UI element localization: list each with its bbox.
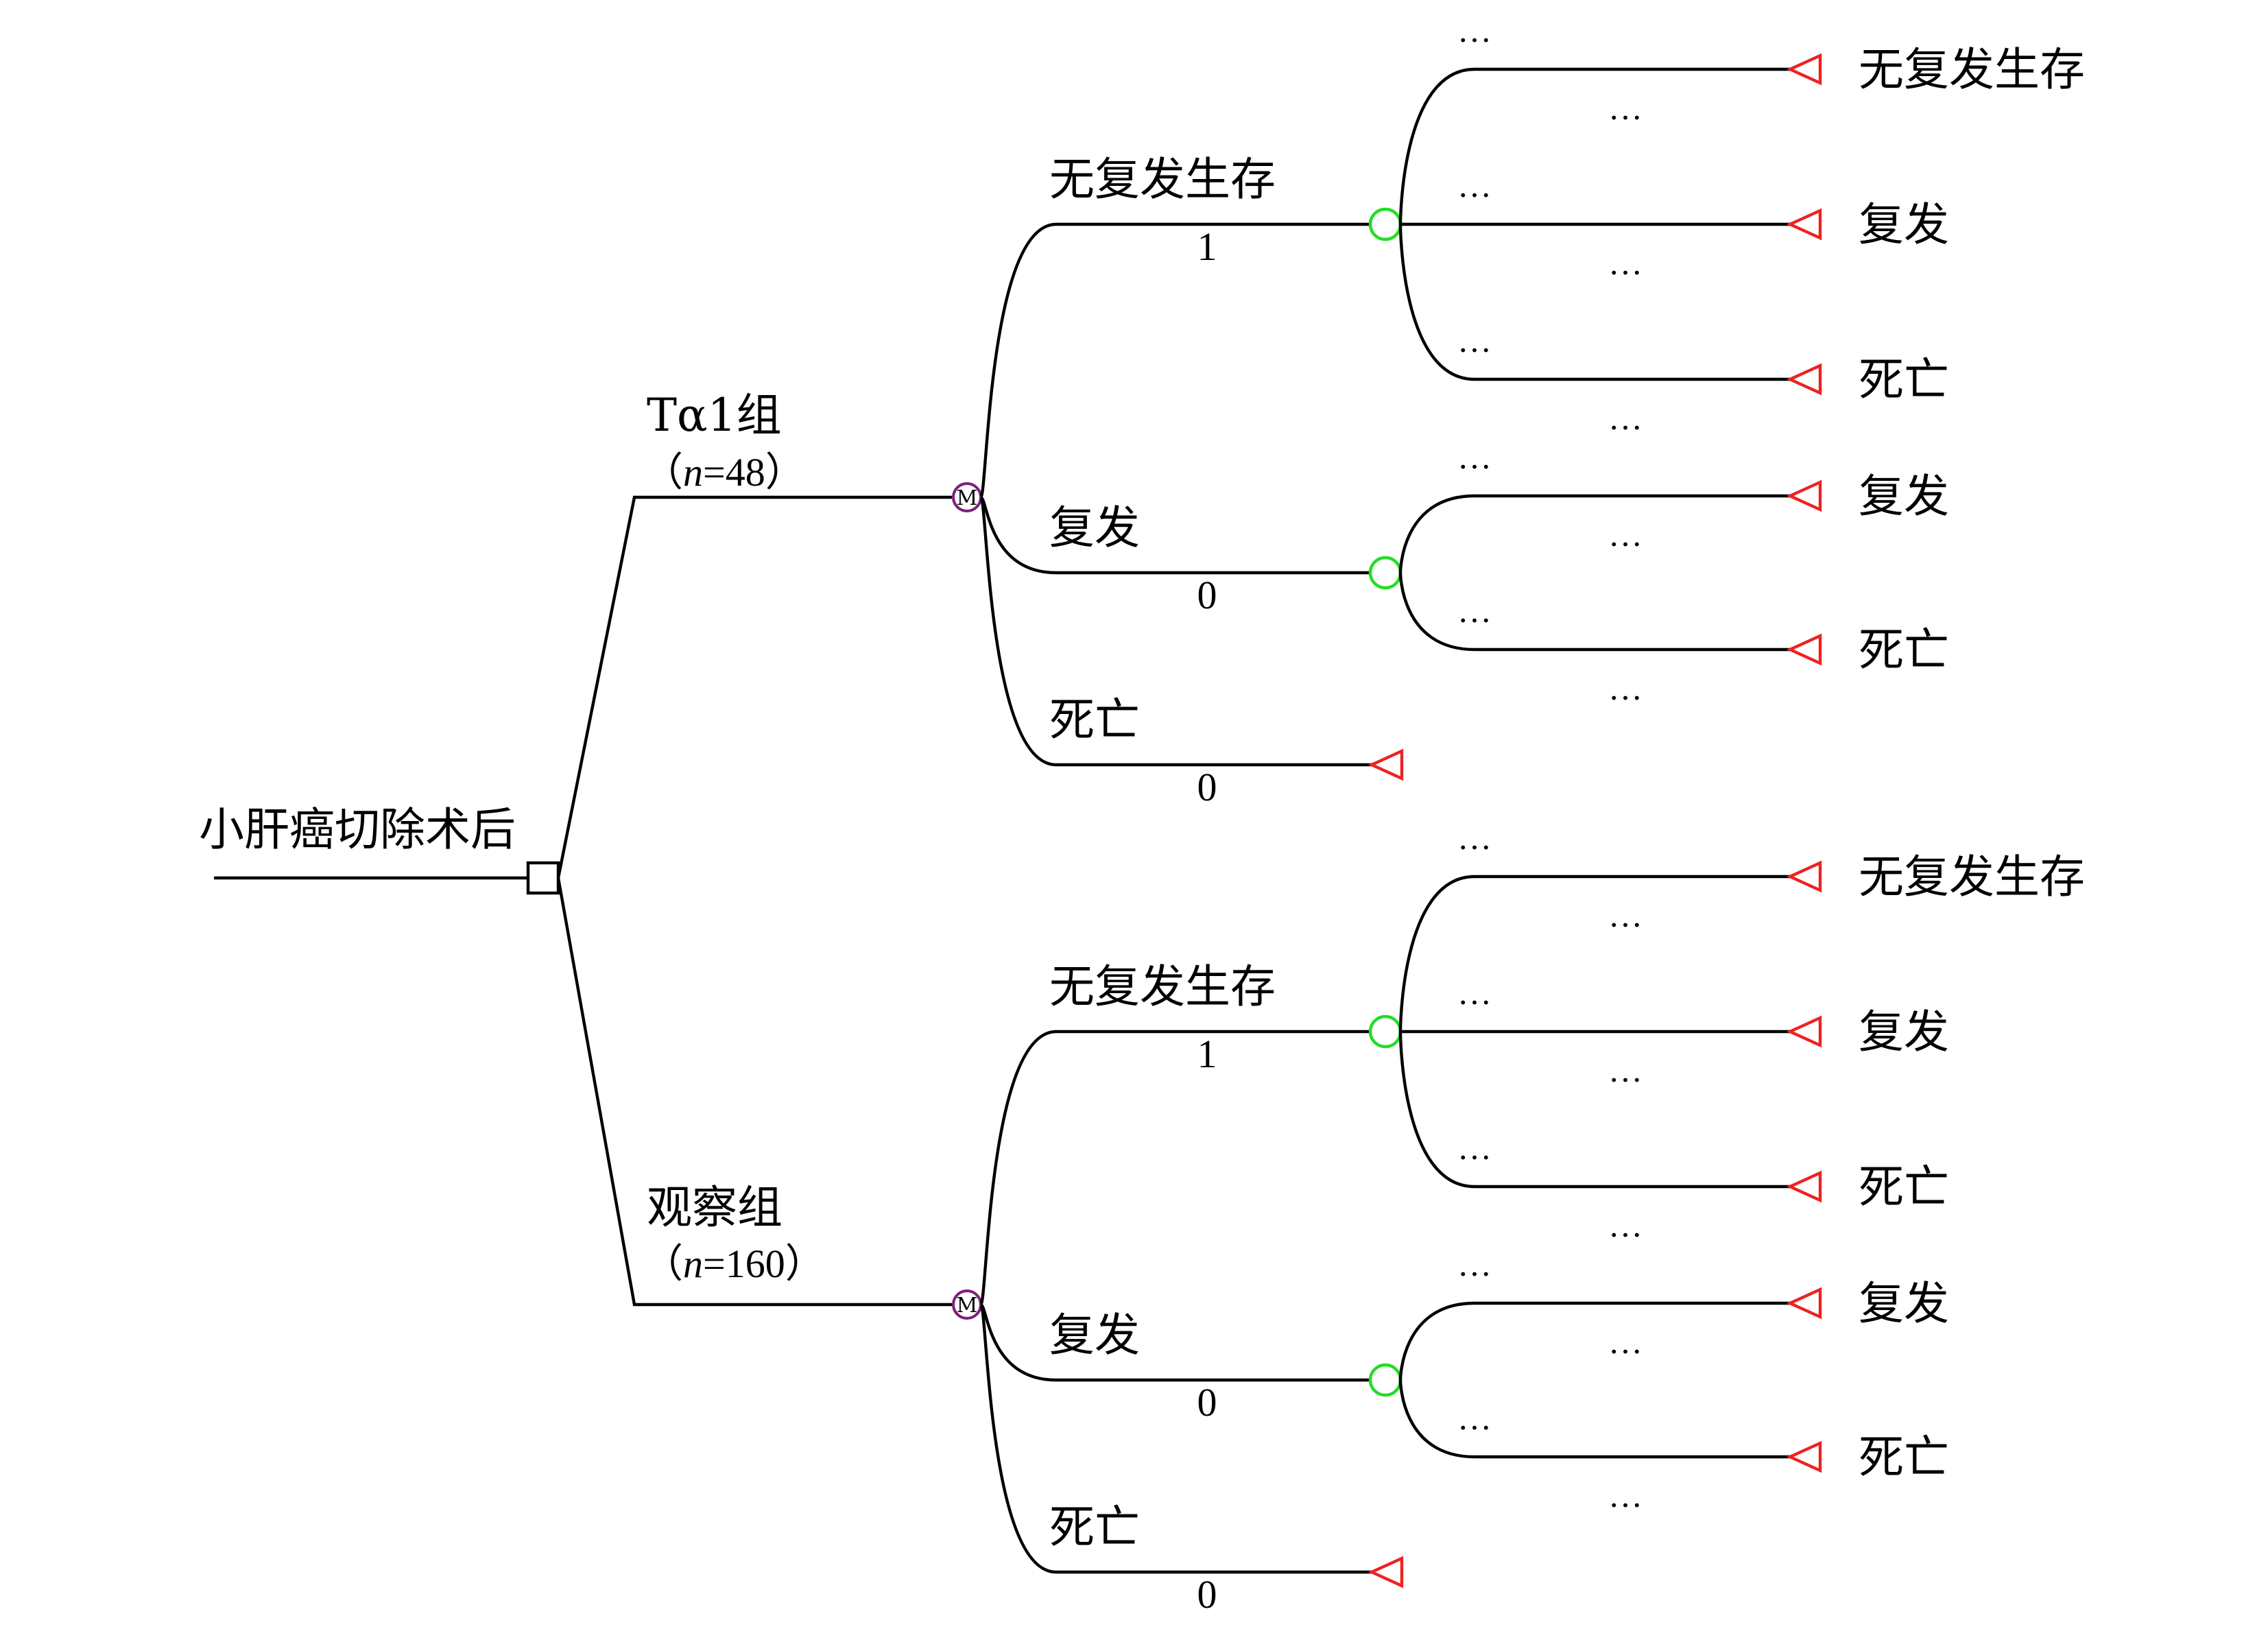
ellipsis-label: … bbox=[1457, 1128, 1492, 1167]
state-branch bbox=[979, 222, 1370, 499]
ellipsis-label: … bbox=[1608, 1051, 1643, 1089]
ellipsis-label: … bbox=[1608, 1476, 1643, 1514]
state-branch bbox=[979, 1303, 1377, 1574]
state-branch bbox=[979, 1303, 1370, 1382]
state-label: 复发 bbox=[1049, 1309, 1140, 1362]
ellipsis-label: … bbox=[1608, 399, 1643, 437]
transition-label: 复发 bbox=[1859, 1006, 1949, 1058]
chance-node bbox=[1368, 1014, 1402, 1049]
state-label: 复发 bbox=[1049, 501, 1140, 554]
ellipsis-label: … bbox=[1457, 591, 1492, 630]
ellipsis-label: … bbox=[1608, 243, 1643, 282]
initial-probability-label: 1 bbox=[1197, 1032, 1217, 1076]
terminal-node bbox=[1786, 208, 1822, 241]
arm-branch bbox=[556, 877, 952, 1307]
ellipsis-label: … bbox=[1608, 88, 1643, 127]
terminal-node bbox=[1786, 1015, 1822, 1048]
terminal-node bbox=[1786, 363, 1822, 396]
transition-label: 复发 bbox=[1859, 470, 1949, 523]
state-label: 死亡 bbox=[1049, 693, 1140, 746]
transition-label: 无复发生存 bbox=[1859, 43, 2085, 96]
ellipsis-label: … bbox=[1457, 818, 1492, 857]
state-branch bbox=[979, 1030, 1370, 1307]
transition-branch bbox=[1398, 572, 1793, 652]
arm-size-n-symbol: n bbox=[683, 450, 703, 495]
arm-size-size-suffix: ） bbox=[785, 1241, 825, 1286]
initial-probability-label: 0 bbox=[1197, 1380, 1217, 1425]
ellipsis-label: … bbox=[1457, 166, 1492, 204]
ellipsis-label: … bbox=[1457, 438, 1492, 476]
initial-probability-label: 1 bbox=[1197, 224, 1217, 269]
arm-size-size-prefix: （ bbox=[643, 1241, 683, 1286]
ellipsis-label: … bbox=[1608, 1322, 1643, 1361]
transition-branch bbox=[1398, 1031, 1793, 1189]
terminal-node bbox=[1786, 1170, 1822, 1203]
state-branch bbox=[979, 495, 1370, 575]
transition-label: 死亡 bbox=[1859, 353, 1949, 406]
transition-branch bbox=[1398, 494, 1793, 573]
terminal-node bbox=[1786, 1287, 1822, 1320]
initial-probability-label: 0 bbox=[1197, 573, 1217, 617]
ellipsis-label: … bbox=[1608, 1206, 1643, 1244]
arm-size-n-text: =48 bbox=[703, 450, 765, 495]
terminal-node bbox=[1786, 479, 1822, 512]
terminal-node bbox=[1786, 860, 1822, 893]
chance-node bbox=[1368, 556, 1402, 590]
ellipsis-label: … bbox=[1457, 1245, 1492, 1283]
ellipsis-label: … bbox=[1457, 1399, 1492, 1437]
ellipsis-label: … bbox=[1608, 896, 1643, 934]
ellipsis-label: … bbox=[1457, 973, 1492, 1012]
transition-label: 无复发生存 bbox=[1859, 851, 2085, 903]
arm-branch bbox=[556, 495, 952, 879]
transition-branch bbox=[1398, 224, 1793, 381]
chance-node bbox=[1368, 207, 1402, 241]
root-label: 小肝癌切除术后 bbox=[199, 803, 516, 856]
markov-node-label: M bbox=[957, 486, 978, 510]
markov-node-label: M bbox=[957, 1294, 978, 1318]
ellipsis-label: … bbox=[1608, 515, 1643, 554]
terminal-node bbox=[1368, 1556, 1404, 1589]
initial-probability-label: 0 bbox=[1197, 765, 1217, 809]
arm-size-label: （n=48） bbox=[643, 450, 805, 495]
transition-label: 复发 bbox=[1859, 198, 1949, 251]
state-label: 无复发生存 bbox=[1049, 960, 1276, 1013]
decision-node bbox=[526, 861, 560, 895]
ellipsis-label: … bbox=[1608, 669, 1643, 707]
transition-label: 死亡 bbox=[1859, 623, 1949, 676]
transition-label: 复发 bbox=[1859, 1277, 1949, 1330]
arm-size-size-prefix: （ bbox=[643, 450, 683, 495]
arm-size-n-symbol: n bbox=[683, 1241, 703, 1286]
arm-label: 观察组 bbox=[647, 1181, 783, 1234]
terminal-node bbox=[1786, 1440, 1822, 1473]
state-branch bbox=[979, 495, 1377, 767]
transition-branch bbox=[1398, 1379, 1793, 1459]
terminal-node bbox=[1786, 633, 1822, 666]
ellipsis-label: … bbox=[1457, 321, 1492, 359]
transition-branch bbox=[1398, 875, 1793, 1032]
transition-label: 死亡 bbox=[1859, 1161, 1949, 1213]
terminal-node bbox=[1786, 53, 1822, 86]
state-label: 死亡 bbox=[1049, 1501, 1140, 1554]
chance-node bbox=[1368, 1363, 1402, 1397]
transition-branch bbox=[1398, 67, 1793, 225]
state-label: 无复发生存 bbox=[1049, 153, 1276, 206]
initial-probability-label: 0 bbox=[1197, 1572, 1217, 1617]
arm-size-label: （n=160） bbox=[643, 1241, 825, 1286]
arm-size-size-suffix: ） bbox=[765, 450, 805, 495]
arm-label: Tα1组 bbox=[647, 389, 782, 442]
terminal-node bbox=[1368, 748, 1404, 781]
transition-label: 死亡 bbox=[1859, 1431, 1949, 1484]
transition-branch bbox=[1398, 1301, 1793, 1381]
ellipsis-label: … bbox=[1457, 11, 1492, 49]
arm-size-n-text: =160 bbox=[703, 1241, 785, 1286]
